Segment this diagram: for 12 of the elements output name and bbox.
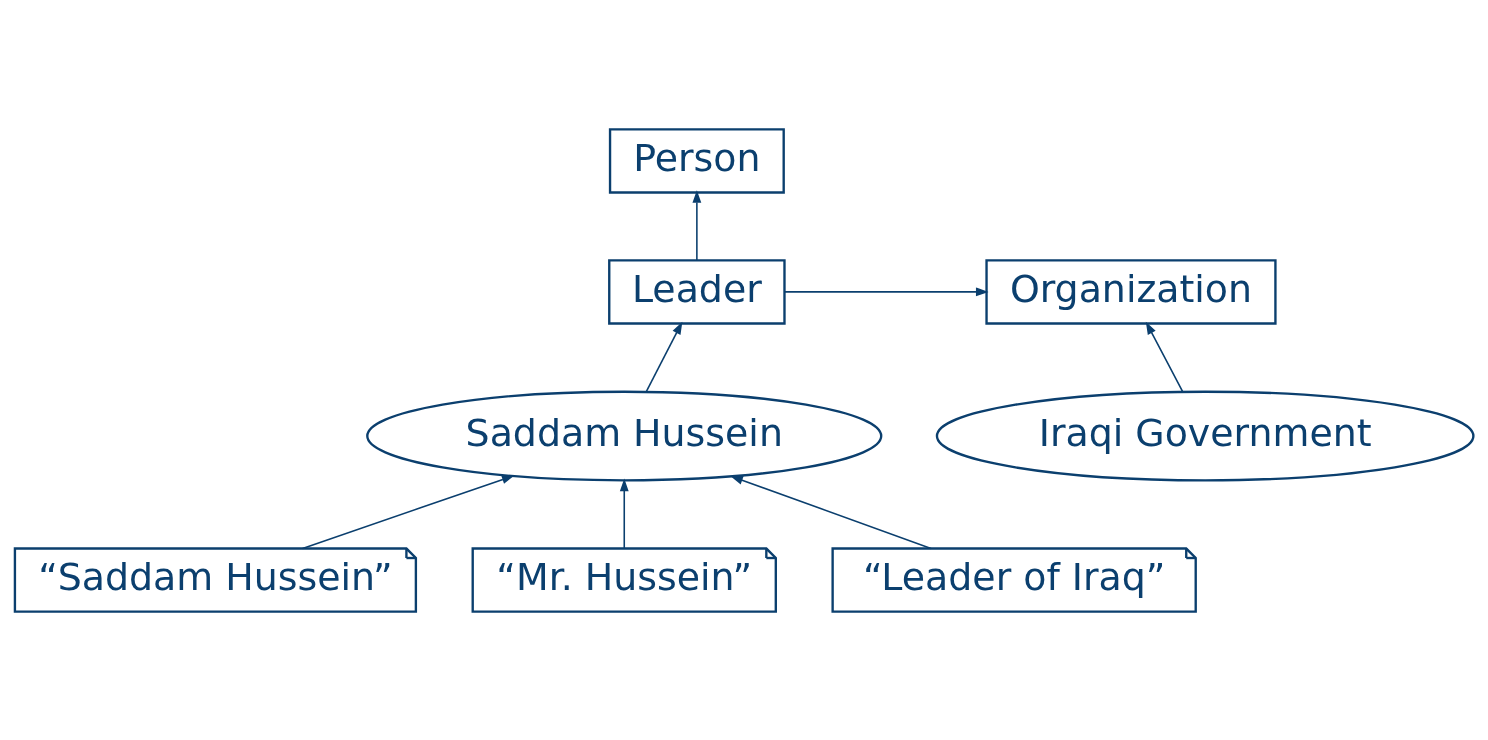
node-box: Person [608, 127, 785, 194]
node-ellipse: Iraqi Government [935, 390, 1475, 481]
arrow [301, 474, 515, 549]
node-ellipse: Saddam Hussein [366, 390, 883, 481]
node-box: Organization [985, 258, 1277, 325]
arrow [619, 478, 629, 549]
arrow [645, 321, 683, 392]
arrow [1145, 321, 1184, 392]
arrow [783, 286, 989, 296]
node-box: Leader [608, 258, 786, 325]
arrow [692, 189, 702, 261]
arrow [730, 475, 932, 549]
